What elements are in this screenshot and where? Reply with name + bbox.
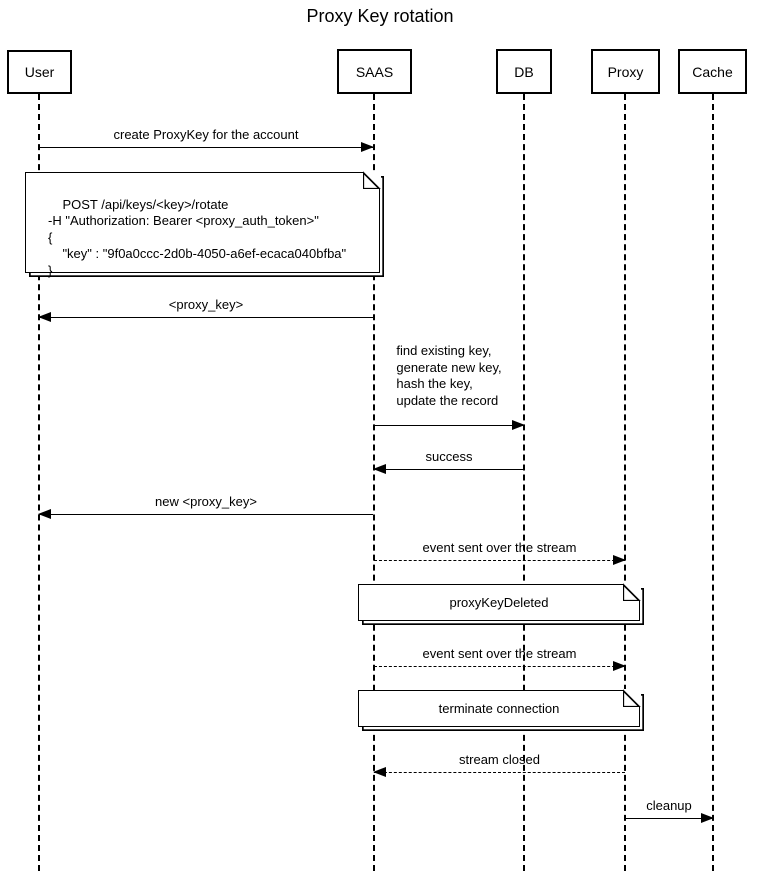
message-label: find existing key, generate new key, has… bbox=[374, 343, 524, 409]
arrowhead-right bbox=[361, 142, 374, 153]
message-line bbox=[625, 818, 713, 819]
note-proxykeydeleted: proxyKeyDeleted bbox=[358, 583, 641, 621]
message-label: success bbox=[425, 449, 473, 464]
actor-label-user: User bbox=[24, 64, 55, 80]
actor-box-saas: SAAS bbox=[337, 49, 412, 94]
arrowhead-right bbox=[512, 420, 525, 431]
note-fold-corner-icon bbox=[622, 689, 641, 708]
note-fold-corner-icon bbox=[362, 171, 381, 190]
lifeline-saas bbox=[373, 94, 375, 871]
arrowhead-left bbox=[373, 767, 386, 778]
message-event-stream-2: event sent over the stream bbox=[374, 646, 626, 673]
actor-label-db: DB bbox=[514, 63, 534, 80]
lifeline-db bbox=[523, 94, 525, 871]
arrowhead-right bbox=[613, 661, 626, 672]
message-label: <proxy_key> bbox=[168, 297, 244, 312]
lifeline-proxy bbox=[624, 94, 626, 871]
actor-label-saas: SAAS bbox=[355, 63, 394, 80]
arrowhead-right bbox=[701, 813, 714, 824]
message-line bbox=[374, 772, 625, 773]
message-line bbox=[39, 147, 373, 148]
message-label: event sent over the stream bbox=[422, 540, 577, 555]
message-line bbox=[374, 469, 524, 470]
note-text: proxyKeyDeleted bbox=[449, 595, 549, 610]
message-line bbox=[39, 317, 373, 318]
message-label: cleanup bbox=[646, 798, 692, 813]
message-label: create ProxyKey for the account bbox=[113, 127, 299, 142]
message-stream-closed: stream closed bbox=[373, 752, 625, 779]
message-label: new <proxy_key> bbox=[155, 494, 257, 509]
message-new-proxy-key: new <proxy_key> bbox=[38, 494, 373, 521]
message-label-text: find existing key, generate new key, has… bbox=[396, 343, 502, 408]
message-line bbox=[374, 425, 524, 426]
message-event-stream-1: event sent over the stream bbox=[374, 540, 626, 567]
note-terminate-connection: terminate connection bbox=[358, 689, 641, 727]
note-text: terminate connection bbox=[438, 701, 560, 716]
lifeline-user bbox=[38, 94, 40, 871]
message-cleanup: cleanup bbox=[625, 798, 714, 825]
note-rotate-request-payload: POST /api/keys/<key>/rotate -H "Authoriz… bbox=[25, 171, 381, 278]
actor-label-proxy: Proxy bbox=[607, 63, 644, 80]
lifeline-cache bbox=[712, 94, 714, 871]
diagram-title: Proxy Key rotation bbox=[306, 6, 454, 26]
message-line bbox=[39, 514, 373, 515]
actor-box-cache: Cache bbox=[678, 49, 747, 94]
actor-box-proxy: Proxy bbox=[591, 49, 660, 94]
arrowhead-left bbox=[38, 509, 51, 520]
message-label: event sent over the stream bbox=[422, 646, 577, 661]
actor-box-user: User bbox=[7, 50, 72, 94]
message-success: success bbox=[373, 449, 524, 476]
message-line bbox=[374, 560, 625, 561]
arrowhead-left bbox=[38, 312, 51, 323]
actor-box-db: DB bbox=[496, 49, 552, 94]
arrowhead-left bbox=[373, 464, 386, 475]
message-line bbox=[374, 666, 625, 667]
message-update-db-record: find existing key, generate new key, has… bbox=[374, 343, 525, 433]
message-label: stream closed bbox=[459, 752, 540, 767]
message-create-proxykey: create ProxyKey for the account bbox=[39, 127, 374, 154]
arrowhead-right bbox=[613, 555, 626, 566]
actor-label-cache: Cache bbox=[692, 63, 733, 80]
message-proxy-key-returned: <proxy_key> bbox=[38, 297, 373, 324]
note-fold-corner-icon bbox=[622, 583, 641, 602]
note-text: POST /api/keys/<key>/rotate -H "Authoriz… bbox=[48, 196, 347, 278]
